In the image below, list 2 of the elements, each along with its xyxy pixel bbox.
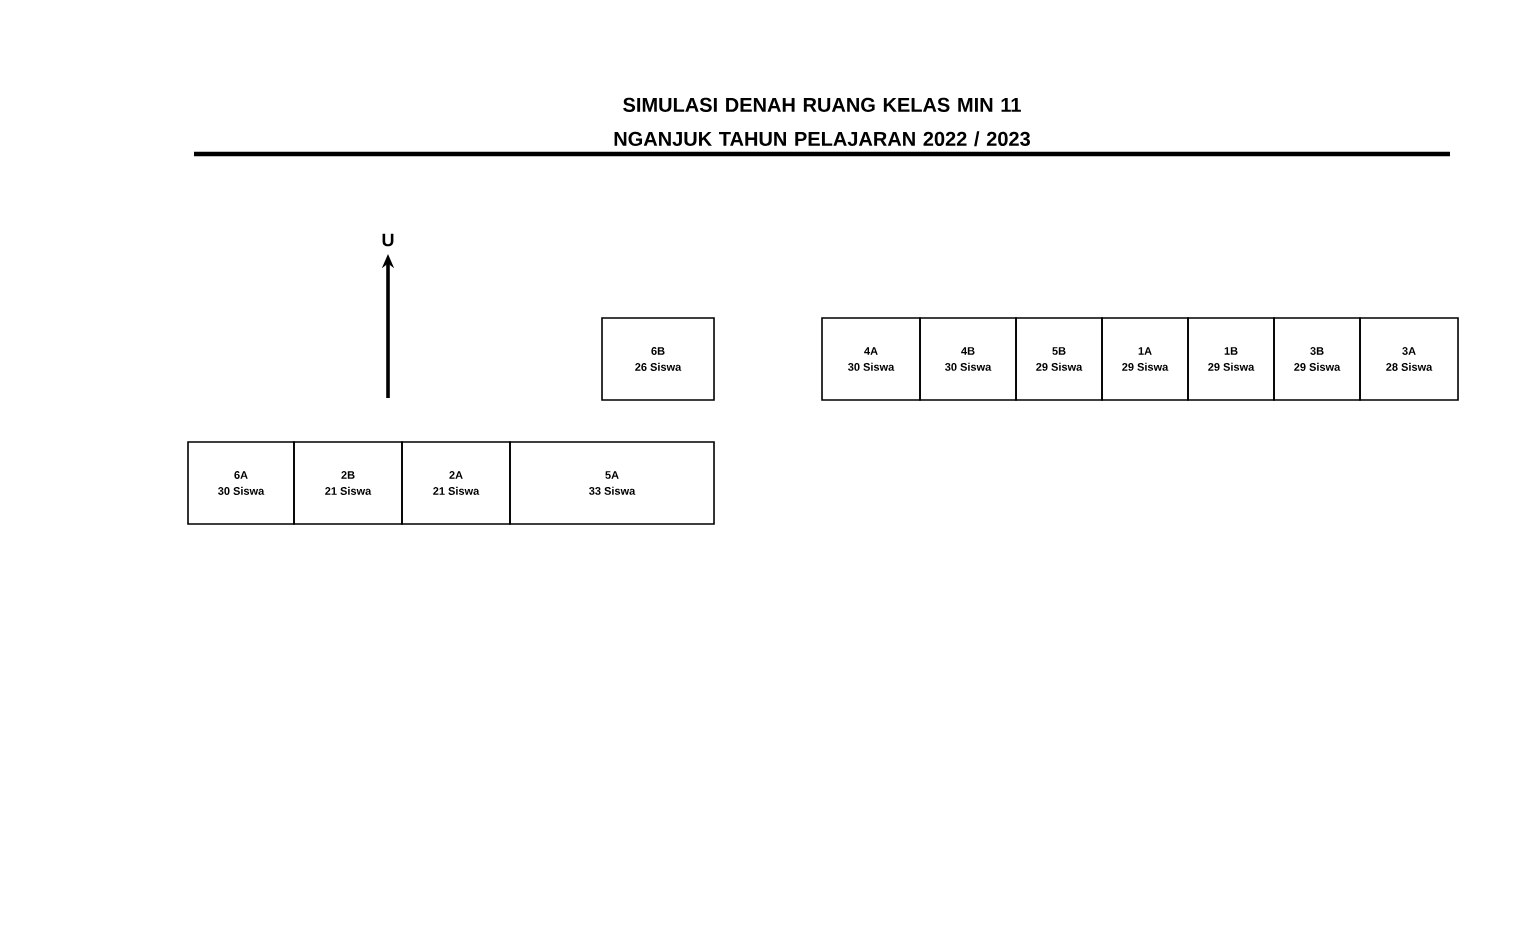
title: SIMULASI DENAH RUANG KELAS MIN 11 NGANJUK TAHUN PELAJARAN 2022 / 2023 — [614, 97, 1030, 147]
compass-label: U — [382, 233, 394, 247]
